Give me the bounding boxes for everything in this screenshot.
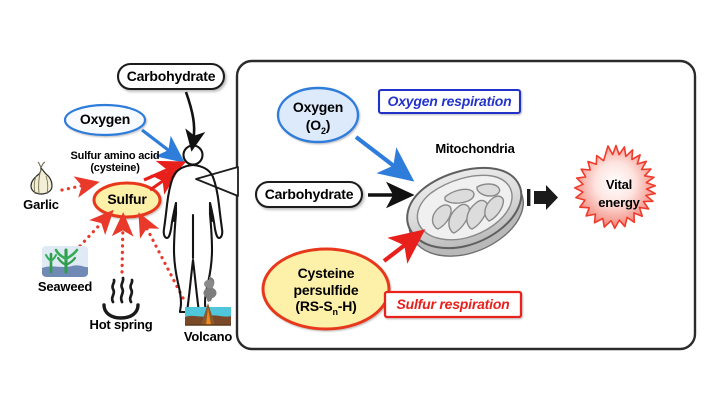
garlic-icon (30, 161, 53, 195)
sulfur-respiration-label: Sulfur respiration (396, 296, 510, 312)
mitochondria-label: Mitochondria (435, 141, 515, 156)
arrow-hot-spring-to-sulfur (111, 212, 134, 274)
arrow-garlic-to-sulfur (60, 176, 100, 198)
arrow-sulfur-to-amino-acid (149, 169, 179, 195)
human-body-silhouette (162, 144, 224, 314)
volcano-label: Volcano (183, 329, 233, 344)
arrow-mitochondria-to-vital-energy (527, 185, 558, 210)
oxygen-ellipse-left (63, 103, 147, 137)
arrow-volcano-to-sulfur (138, 212, 185, 300)
oxygen-respiration-box (377, 88, 522, 115)
cysteine-persulfide-line2: persulfide (293, 281, 359, 298)
oxygen-respiration-label: Oxygen respiration (387, 93, 512, 109)
cysteine-persulfide-line3: (RS-Sn-H) (295, 298, 357, 317)
carbohydrate-label-right: Carbohydrate (264, 186, 354, 202)
oxygen-right-line1: Oxygen (292, 99, 344, 115)
sulfur-label: Sulfur (107, 191, 147, 207)
sulfur-respiration-box (383, 290, 523, 319)
garlic-label: Garlic (23, 197, 59, 212)
arrow-oxygen-to-human-left (140, 128, 185, 163)
hot-spring-label: Hot spring (89, 317, 153, 332)
vital-energy-line1: Vital (605, 177, 633, 192)
oxygen-label-right: Oxygen (O2) (278, 99, 358, 137)
oxygen-label-left: Oxygen (79, 111, 131, 127)
vital-energy-line2: energy (598, 194, 640, 210)
oxygen-right-line2: (O2) (305, 116, 331, 136)
sulfur-amino-acid-line1: Sulfur amino acid (70, 150, 160, 162)
cysteine-persulfide-line1: Cysteine (297, 265, 355, 281)
mitochondria-icon (406, 167, 524, 257)
vital-energy-label: Vital energy (586, 176, 652, 211)
arrow-carbohydrate-to-human (184, 91, 206, 152)
volcano-icon (185, 277, 231, 326)
cysteine-persulfide-ellipse (261, 247, 391, 331)
carbohydrate-label-left: Carbohydrate (126, 68, 216, 84)
oxygen-ellipse-right (276, 86, 360, 144)
hot-spring-icon (102, 276, 140, 320)
arrow-seaweed-to-sulfur (78, 209, 114, 248)
cysteine-persulfide-label: Cysteine persulfide (RS-Sn-H) (266, 265, 386, 317)
seaweed-icon (42, 246, 88, 277)
carbohydrate-pill-left (116, 62, 226, 91)
carbohydrate-pill-right (254, 180, 364, 209)
sulfur-amino-acid-label: Sulfur amino acid (cysteine) (47, 150, 183, 174)
sulfur-amino-acid-line2: (cysteine) (90, 161, 140, 174)
arrow-oxygen-to-mitochondria (354, 135, 415, 182)
arrow-cysteine-persulfide-to-mitochondria (382, 229, 426, 264)
vital-energy-starburst (574, 144, 657, 230)
seaweed-label: Seaweed (37, 279, 93, 294)
